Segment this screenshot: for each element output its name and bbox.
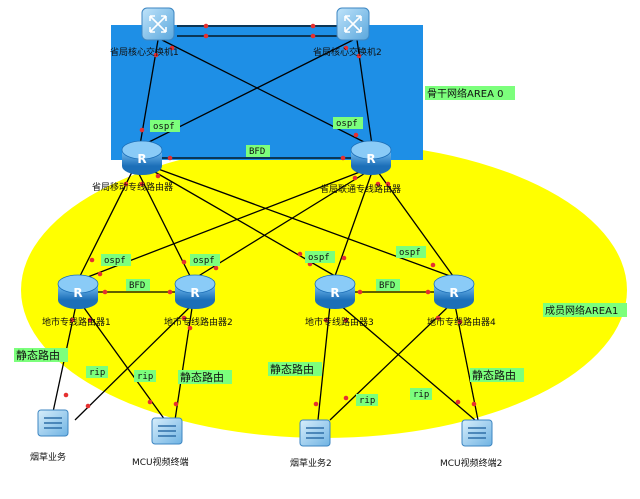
svg-text:R: R	[449, 286, 458, 300]
ospf-tag: ospf	[104, 256, 126, 266]
router-icon	[174, 274, 216, 294]
unicom-router[interactable]: R 省局联通专线路由器	[320, 140, 401, 195]
static-route-tag: 静态路由	[270, 362, 314, 376]
mobile-router[interactable]: R 省局移动专线路由器	[92, 140, 173, 193]
switch-arrows-icon	[344, 15, 362, 33]
static-route-tag: 静态路由	[16, 348, 60, 362]
svg-text:R: R	[366, 152, 375, 166]
port-dots	[63, 23, 477, 409]
bfd-tag: BFD	[249, 147, 265, 157]
rip-tag: rip	[137, 372, 153, 382]
router-icon	[433, 274, 475, 294]
router-icon	[350, 140, 392, 160]
bfd-tag: BFD	[129, 281, 145, 291]
svg-text:R: R	[190, 286, 199, 300]
city-router-3[interactable]: R 地市专线路由器3	[305, 274, 374, 328]
mcu-terminal-2[interactable]: MCU视频终端2	[440, 419, 502, 469]
ospf-tag: ospf	[399, 248, 421, 258]
rip-tag: rip	[359, 396, 375, 406]
core-switch-2-label: 省局核心交换机2	[313, 46, 382, 58]
router-icon	[314, 274, 356, 294]
rip-tag: rip	[89, 368, 105, 378]
rip-tag: rip	[413, 390, 429, 400]
mobile-router-label: 省局移动专线路由器	[92, 181, 173, 193]
tobacco-terminal-1[interactable]: 烟草业务	[30, 409, 69, 463]
svg-text:R: R	[73, 286, 82, 300]
mcu-terminal-2-label: MCU视频终端2	[440, 457, 502, 469]
backbone-area-label: 骨干网络AREA 0	[427, 87, 504, 100]
ospf-tag: ospf	[153, 122, 175, 132]
svg-text:R: R	[137, 152, 146, 166]
city-router-2-label: 地市专线路由器2	[164, 316, 233, 328]
core-switch-1[interactable]: 省局核心交换机1	[110, 7, 179, 58]
unicom-router-label: 省局联通专线路由器	[320, 183, 401, 195]
city-router-1-label: 地市专线路由器1	[42, 316, 111, 328]
link-tags: ospf ospf BFD ospf ospf ospf ospf BFD BF…	[14, 117, 524, 406]
city-router-4[interactable]: R 地市专线路由器4	[427, 274, 496, 328]
ospf-tag: ospf	[336, 119, 358, 129]
ospf-tag: ospf	[193, 256, 215, 266]
tobacco-terminal-2[interactable]: 烟草业务2	[290, 419, 332, 469]
router-icon	[57, 274, 99, 294]
city-router-2[interactable]: R 地市专线路由器2	[164, 274, 233, 328]
tobacco-terminal-2-label: 烟草业务2	[290, 457, 332, 469]
core-switch-2[interactable]: 省局核心交换机2	[313, 7, 382, 58]
area-labels: 骨干网络AREA 0 成员网络AREA1	[425, 86, 627, 317]
svg-text:R: R	[330, 286, 339, 300]
router-icon	[121, 140, 163, 160]
mcu-terminal-1[interactable]: MCU视频终端	[132, 417, 189, 468]
static-route-tag: 静态路由	[180, 370, 224, 384]
ospf-tag: ospf	[308, 253, 330, 263]
city-router-3-label: 地市专线路由器3	[305, 316, 374, 328]
core-switch-1-label: 省局核心交换机1	[110, 46, 179, 58]
bfd-tag: BFD	[379, 281, 395, 291]
switch-arrows-icon	[149, 15, 167, 33]
city-router-4-label: 地市专线路由器4	[427, 316, 496, 328]
static-route-tag: 静态路由	[472, 368, 516, 382]
mcu-terminal-1-label: MCU视频终端	[132, 456, 189, 468]
city-router-1[interactable]: R 地市专线路由器1	[42, 274, 111, 328]
tobacco-terminal-1-label: 烟草业务	[30, 451, 66, 463]
member-area-label: 成员网络AREA1	[545, 304, 618, 317]
